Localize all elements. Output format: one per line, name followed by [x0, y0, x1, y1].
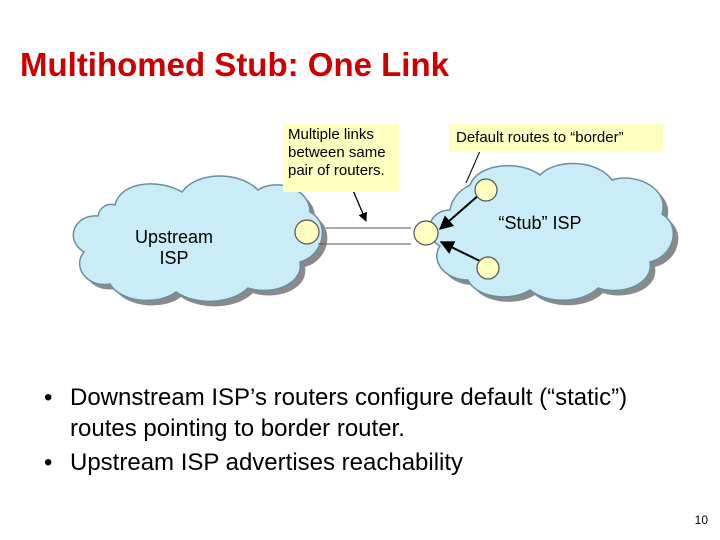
upstream-router: [295, 220, 319, 244]
stub-isp-label: “Stub” ISP: [498, 213, 582, 234]
bullet-item: • Upstream ISP advertises reachability: [44, 447, 684, 478]
callout-multiple-links: Multiple links between same pair of rout…: [283, 124, 399, 192]
bullet-text: Upstream ISP advertises reachability: [70, 449, 463, 476]
bullet-item: • Downstream ISP’s routers configure defa…: [44, 382, 684, 444]
bullet-list: • Downstream ISP’s routers configure defa…: [44, 382, 684, 481]
stub-router-upper: [475, 179, 497, 201]
stub-router-lower: [477, 257, 499, 279]
bullet-text: Downstream ISP’s routers configure defau…: [70, 384, 627, 442]
callout-pointer-links: [352, 188, 366, 221]
stub-isp-cloud: [429, 164, 678, 306]
border-router: [414, 221, 438, 245]
page-number: 10: [695, 513, 708, 527]
bullet-icon: •: [44, 447, 52, 478]
callout-default-routes: Default routes to “border”: [449, 124, 663, 152]
upstream-isp-label: Upstream ISP: [122, 227, 226, 269]
bullet-icon: •: [44, 382, 52, 413]
